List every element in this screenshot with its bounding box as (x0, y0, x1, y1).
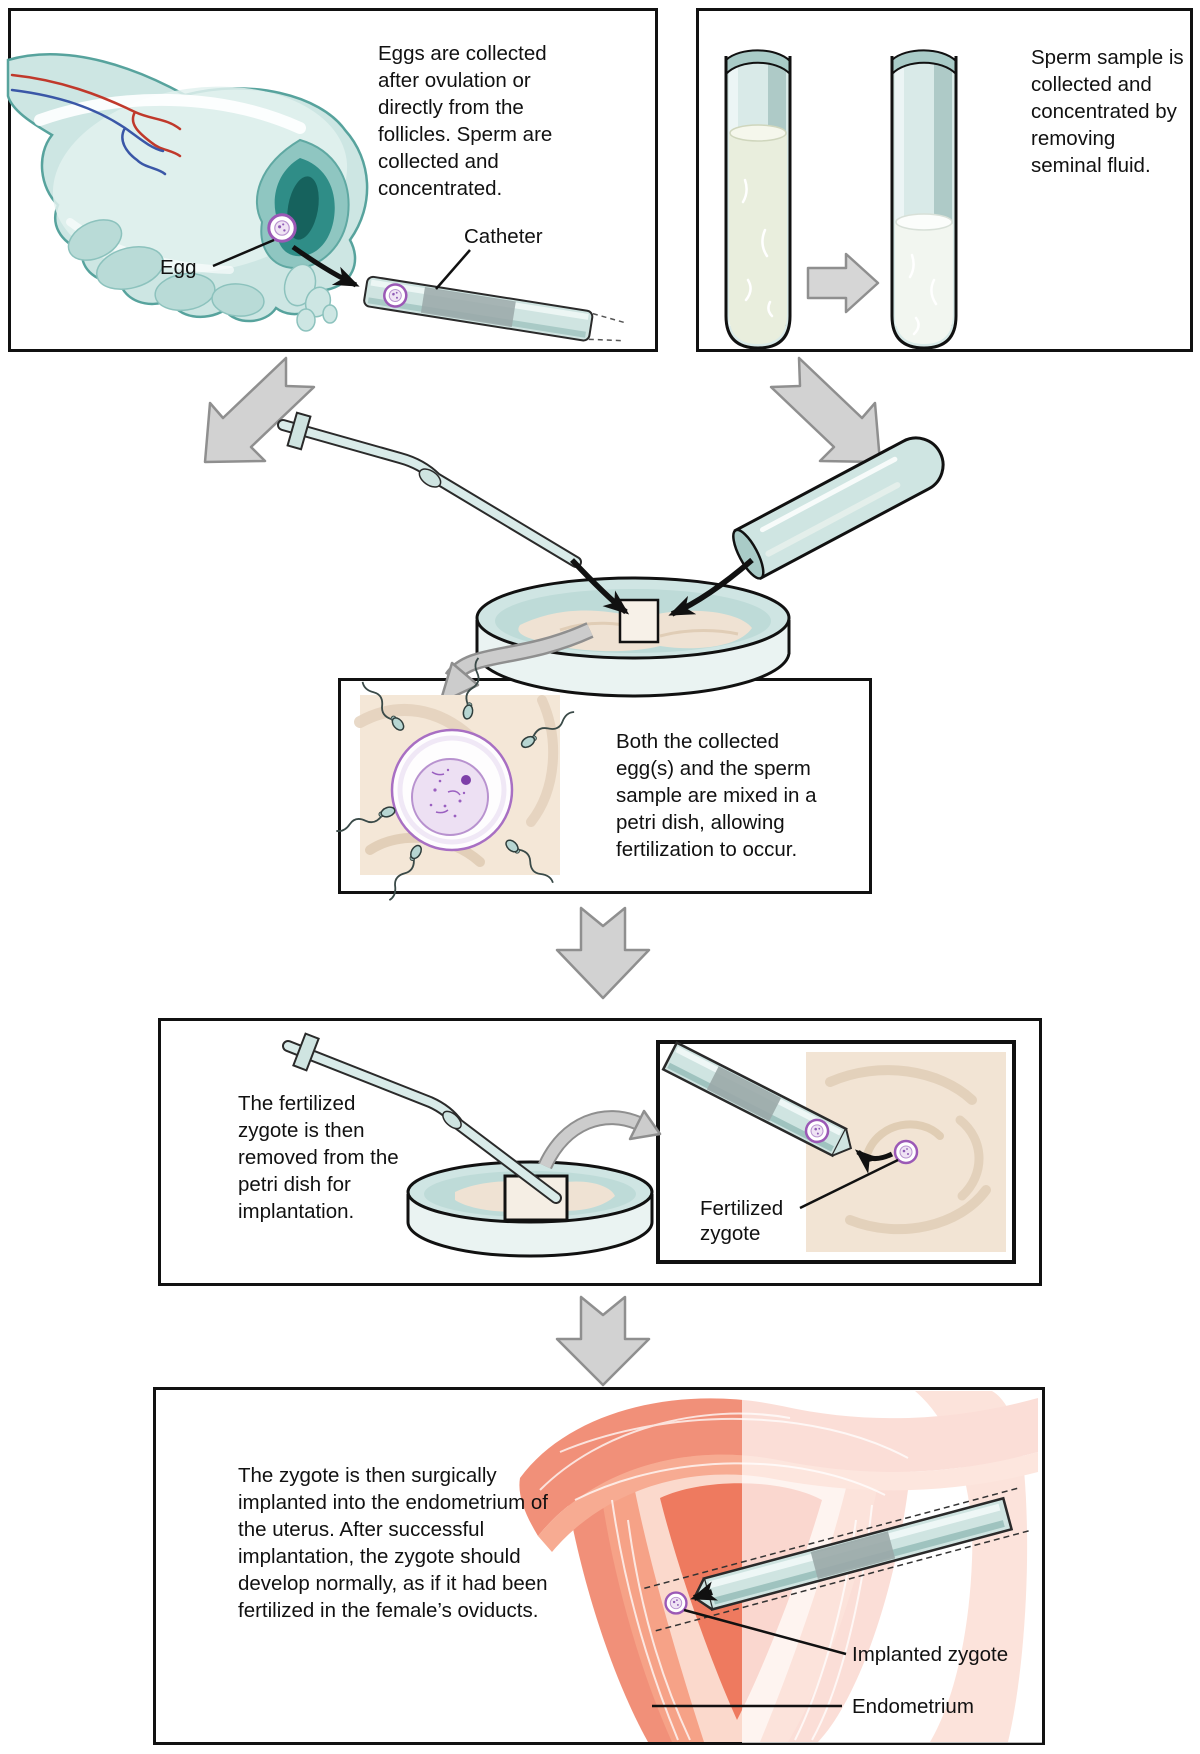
implanted-zygote-label: Implanted zygote (852, 1643, 1009, 1666)
catheter-pointer-line (435, 249, 471, 290)
test-tube-concentrated (890, 49, 958, 350)
fertilized-zygote-pointer-line (799, 1158, 899, 1210)
flow-arrow-to-implantation (555, 1295, 651, 1387)
magnify-arrow-to-fertilization (438, 622, 594, 705)
egg-to-catheter-arrow (291, 244, 360, 288)
egg-cell (267, 213, 297, 243)
fertilization-caption: Both the collected egg(s) and the sperm … (616, 730, 817, 861)
egg-speckles (429, 768, 466, 818)
sperm-test-tubes (724, 49, 958, 350)
dish-zoom-target (618, 598, 660, 644)
removal-catheter (282, 1032, 562, 1204)
fertilized-zygote-label: Fertilized zygote (700, 1197, 784, 1245)
zygote-into-wall-arrow (690, 1581, 719, 1601)
magnify-arrow-to-closeup (538, 1109, 662, 1170)
flow-arrow-to-removal (555, 906, 651, 1000)
catheter-box1 (363, 275, 627, 342)
endometrium-label: Endometrium (852, 1695, 974, 1718)
egg-pointer-line (212, 238, 275, 268)
oviduct-ovary-illustration (6, 53, 369, 332)
concentrate-arrow-icon (806, 252, 880, 314)
mixing-test-tube (732, 436, 945, 581)
implantation-caption: The zygote is then surgically implanted … (238, 1464, 548, 1622)
fertilization-illustration (333, 656, 578, 903)
flow-arrow-from-sperm-panel (769, 356, 882, 464)
blood-vessels (10, 73, 182, 176)
closeup-catheter (661, 1040, 853, 1158)
test-tube-full (724, 49, 792, 350)
flow-arrow-from-egg-panel (203, 356, 316, 464)
mixing-scene (277, 411, 945, 705)
implanted-zygote-pointer-line (683, 1608, 847, 1656)
egg-collection-caption: Eggs are collected after ovulation or di… (378, 42, 553, 200)
zygote-closeup (661, 1040, 1006, 1252)
fertilized-zygote-cell (893, 1139, 919, 1165)
zygote-removal-caption: The fertilized zygote is then removed fr… (238, 1092, 399, 1223)
zygote-into-catheter-arrow (854, 1149, 894, 1174)
implanted-zygote-cell (664, 1591, 688, 1615)
mixing-catheter (277, 411, 582, 568)
sperm-collection-caption: Sperm sample is collected and concentrat… (1031, 46, 1184, 177)
zygote-removal-scene (282, 1032, 1016, 1264)
sperm-into-dish-arrow (668, 557, 754, 617)
uterus-illustration (519, 1391, 1042, 1743)
egg-label: Egg (160, 256, 197, 279)
egg-into-dish-arrow (570, 558, 630, 615)
catheter-label: Catheter (464, 225, 543, 248)
